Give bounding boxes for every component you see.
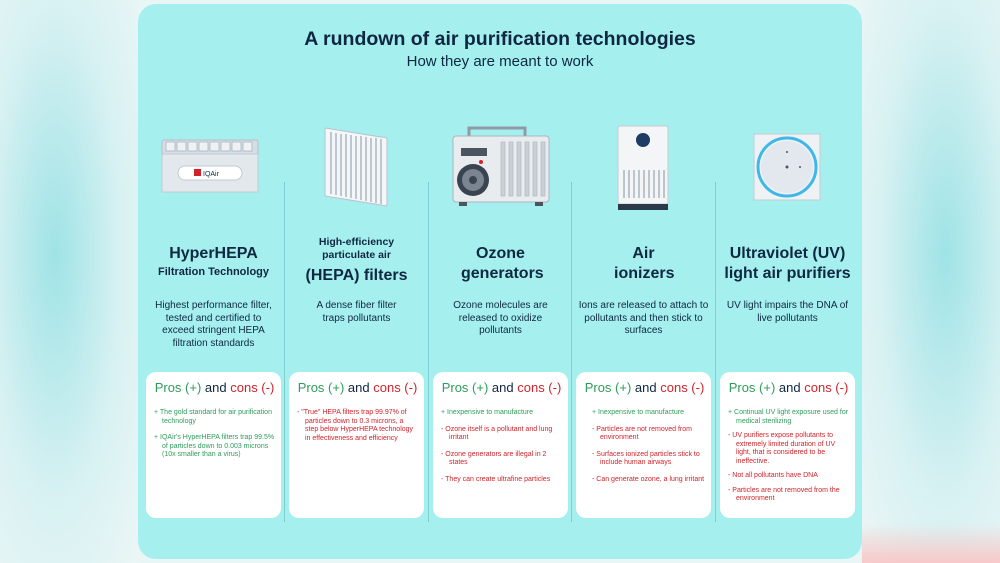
pros-cons-item: - Not all pollutants have DNA bbox=[728, 472, 818, 479]
technology-description: Ions are released to attach to pollutant… bbox=[578, 300, 709, 336]
column-divider bbox=[428, 182, 429, 522]
and-label: and bbox=[491, 380, 514, 395]
pros-cons-card: Pros (+) and cons (-) - "True" HEPA filt… bbox=[289, 372, 424, 518]
pros-cons-item: - Particles are not removed from environ… bbox=[592, 425, 692, 442]
technology-name: HyperHEPA Filtration Technology bbox=[146, 244, 281, 280]
technology-name-main: Ultraviolet (UV) light air purifiers bbox=[724, 245, 851, 282]
cons-label: cons (-) bbox=[230, 380, 275, 395]
technology-description: Ozone molecules are released to oxidize … bbox=[453, 300, 548, 336]
background-right-blur bbox=[862, 0, 1000, 563]
pros-cons-item: + IQAir's HyperHEPA filters trap 99.5% o… bbox=[154, 434, 275, 458]
cons-label: cons (-) bbox=[804, 380, 849, 395]
technology-name-main: HyperHEPA bbox=[169, 245, 258, 262]
technology-description: A dense fiber filter traps pollutants bbox=[316, 300, 397, 324]
infographic-panel: A rundown of air purification technologi… bbox=[138, 4, 862, 559]
column-divider bbox=[715, 182, 716, 522]
pros-cons-item: + Inexpensive to manufacture bbox=[592, 409, 685, 416]
pros-cons-item: - Ozone generators are illegal in 2 stat… bbox=[441, 450, 547, 467]
pros-cons-heading: Pros (+) and cons (-) bbox=[728, 380, 849, 395]
technology-name-sub: High-efficiency particulate air bbox=[318, 236, 395, 261]
column-uv: Ultraviolet (UV) light air purifiers UV … bbox=[716, 124, 859, 519]
and-label: and bbox=[778, 380, 801, 395]
pros-cons-item: - Ozone itself is a pollutant and lung i… bbox=[441, 425, 553, 442]
technology-name: Air ionizers bbox=[576, 244, 711, 284]
column-hepa: High-efficiency particulate air (HEPA) f… bbox=[285, 124, 428, 519]
technology-name-sub: Filtration Technology bbox=[157, 266, 269, 278]
pros-cons-heading: Pros (+) and cons (-) bbox=[154, 380, 275, 395]
page-title: A rundown of air purification technologi… bbox=[304, 28, 696, 50]
pros-cons-item: + Continual UV light exposure used for m… bbox=[728, 409, 849, 425]
pros-cons-item: - UV purifiers expose pollutants to extr… bbox=[728, 432, 836, 465]
and-label: and bbox=[347, 380, 370, 395]
technology-name-main: (HEPA) filters bbox=[305, 267, 408, 284]
pros-cons-item: + Inexpensive to manufacture bbox=[441, 409, 534, 416]
page-subtitle: How they are meant to work bbox=[406, 53, 594, 70]
pros-cons-item: - Particles are not removed from the env… bbox=[728, 486, 840, 503]
background-pink-accent bbox=[862, 523, 1000, 563]
column-divider bbox=[284, 182, 285, 522]
pros-cons-card: Pros (+) and cons (-) + Inexpensive to m… bbox=[433, 372, 568, 518]
pros-cons-card: Pros (+) and cons (-) + Inexpensive to m… bbox=[576, 372, 711, 518]
hepa-filter-icon bbox=[285, 124, 428, 214]
pros-label: Pros (+) bbox=[584, 380, 632, 395]
pros-cons-card: Pros (+) and cons (-) + Continual UV lig… bbox=[720, 372, 855, 518]
pros-cons-card: Pros (+) and cons (-) + The gold standar… bbox=[146, 372, 281, 518]
ozone-generator-icon bbox=[429, 124, 572, 214]
technology-description: Highest performance filter, tested and c… bbox=[155, 300, 272, 349]
and-label: and bbox=[204, 380, 227, 395]
pros-label: Pros (+) bbox=[441, 380, 489, 395]
column-ionizers: Air ionizers Ions are released to attach… bbox=[572, 124, 715, 519]
pros-cons-heading: Pros (+) and cons (-) bbox=[584, 380, 705, 395]
pros-cons-item: - Surfaces ionized particles stick to in… bbox=[592, 450, 700, 467]
pros-cons-item: - "True" HEPA filters trap 99.97% of par… bbox=[297, 409, 414, 442]
pros-label: Pros (+) bbox=[154, 380, 202, 395]
technology-name: Ultraviolet (UV) light air purifiers bbox=[720, 244, 855, 284]
cons-label: cons (-) bbox=[517, 380, 562, 395]
cons-label: cons (-) bbox=[373, 380, 418, 395]
column-ozone: Ozone generators Ozone molecules are rel… bbox=[429, 124, 572, 519]
technology-description: UV light impairs the DNA of live polluta… bbox=[726, 300, 849, 324]
pros-label: Pros (+) bbox=[297, 380, 345, 395]
column-hyperhepa: IQAir HyperHEPA Filtration Technology Hi… bbox=[142, 124, 285, 519]
pros-cons-item: - Can generate ozone, a lung irritant bbox=[592, 475, 705, 483]
technology-name-main: Ozone generators bbox=[461, 245, 544, 282]
and-label: and bbox=[634, 380, 657, 395]
hyperhepa-purifier-icon: IQAir bbox=[142, 124, 285, 214]
pros-cons-heading: Pros (+) and cons (-) bbox=[441, 380, 562, 395]
pros-cons-item: - They can create ultrafine particles bbox=[441, 475, 551, 483]
technology-name: High-efficiency particulate air (HEPA) f… bbox=[289, 236, 424, 286]
pros-cons-heading: Pros (+) and cons (-) bbox=[297, 380, 418, 395]
iqair-badge: IQAir bbox=[203, 171, 220, 178]
technology-name-main: Air ionizers bbox=[614, 245, 675, 282]
air-ionizer-icon bbox=[572, 124, 715, 214]
pros-label: Pros (+) bbox=[728, 380, 776, 395]
uv-purifier-icon bbox=[716, 124, 859, 214]
column-divider bbox=[571, 182, 572, 522]
technology-name: Ozone generators bbox=[433, 244, 568, 284]
pros-cons-item: + The gold standard for air purification… bbox=[154, 409, 272, 425]
background-left-blur bbox=[0, 0, 138, 563]
cons-label: cons (-) bbox=[660, 380, 705, 395]
